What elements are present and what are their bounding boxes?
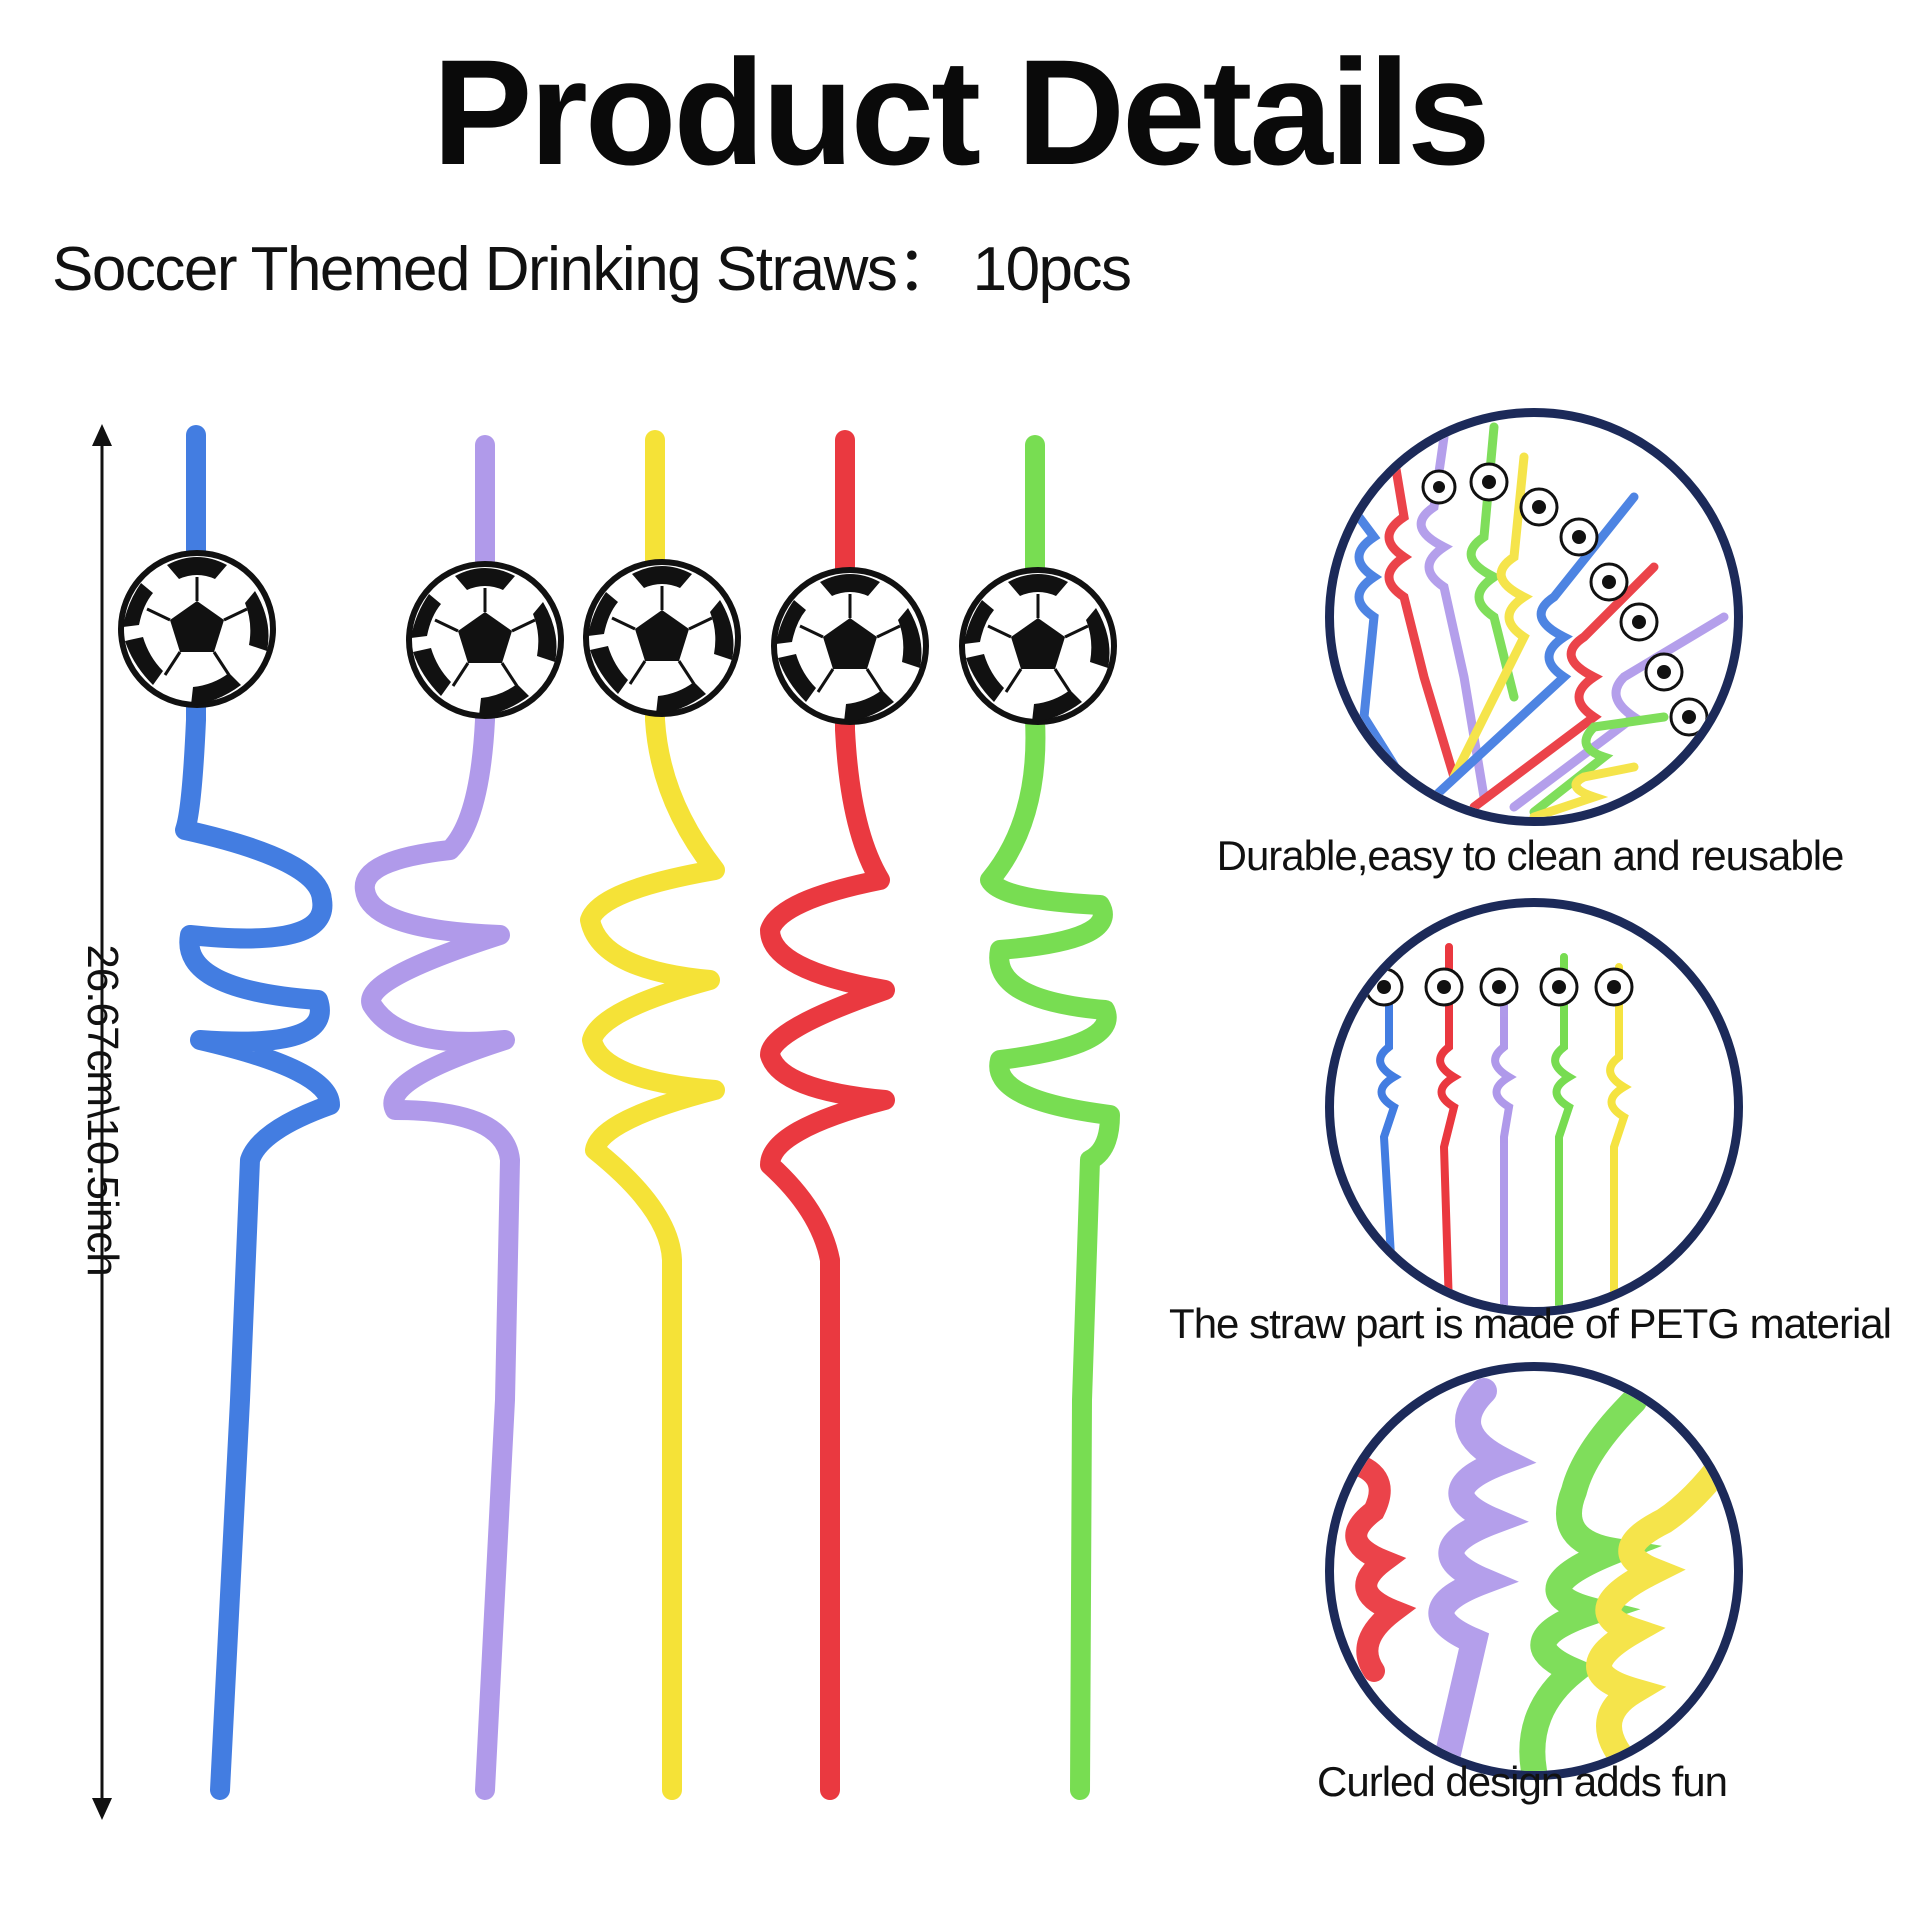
straw-red [760,430,895,1800]
soccer-ball-icon [962,570,1114,722]
straw-yellow [580,430,725,1800]
detail-circle-material [1325,898,1743,1316]
straw-green [980,435,1120,1800]
page-title: Product Details [432,28,1490,196]
product-subtitle: Soccer Themed Drinking Straws： 10pcs [52,235,1132,304]
detail-circle-bundle [1325,408,1743,826]
soccer-ball-icon [586,562,738,714]
feature-caption-durable: Durable,easy to clean and reusable [1216,832,1845,879]
height-dimension-arrow [92,424,112,1820]
straw-blue [175,425,340,1800]
straw-row-illustration [1364,943,1634,1307]
soccer-ball-icon [121,553,273,705]
soccer-ball-icon [774,570,926,722]
feature-caption-curl: Curled design adds fun [1317,1758,1728,1805]
feature-caption-material: The straw part is made of PETG material [1169,1300,1892,1347]
straw-purple [354,435,520,1800]
curl-closeup-illustration [1334,1378,1734,1771]
detail-circle-curl [1325,1362,1743,1780]
soccer-ball-icon [409,564,561,716]
dimension-label: 26.67cm\10.5inch [78,944,127,1276]
straw-bundle-illustration [1339,422,1729,817]
